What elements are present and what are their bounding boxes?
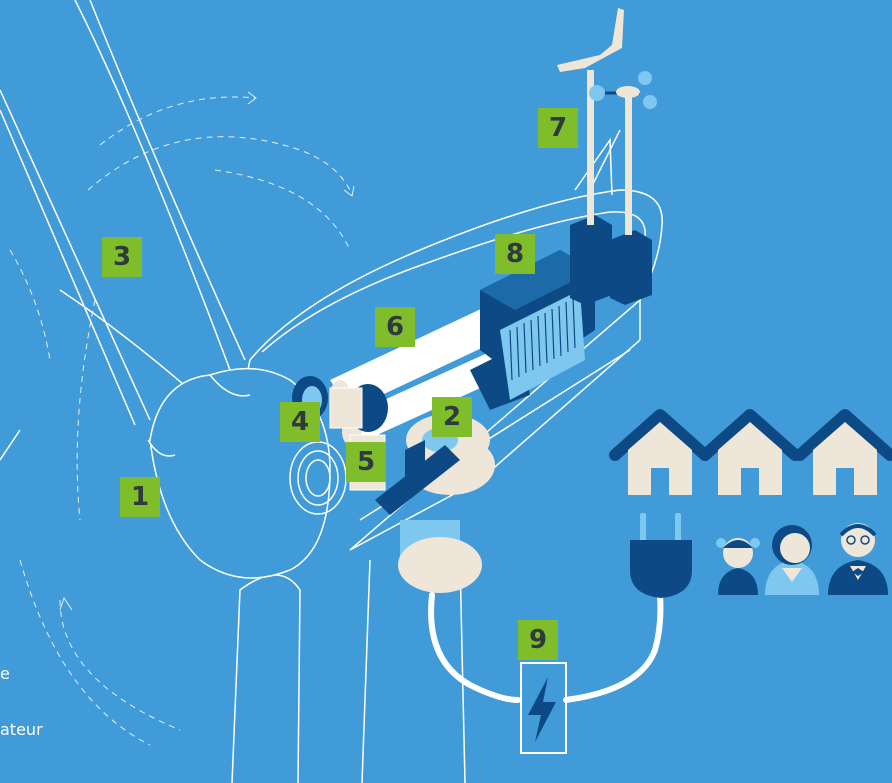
battery (521, 663, 566, 753)
tag-6: 6 (375, 307, 415, 347)
tag-2: 2 (432, 397, 472, 437)
house-icon (800, 415, 890, 495)
woman-icon (765, 525, 819, 595)
tag-7: 7 (538, 108, 578, 148)
child-icon (716, 538, 760, 595)
anemometer-icon (589, 71, 657, 109)
elderly-man-icon (828, 523, 888, 595)
tag-5: 5 (346, 442, 386, 482)
tag-8: 8 (495, 234, 535, 274)
tag-1: 1 (120, 477, 160, 517)
house-icon (705, 415, 795, 495)
legend-fragment: ateur (0, 720, 43, 739)
tag-3: 3 (102, 237, 142, 277)
tag-4: 4 (280, 402, 320, 442)
lightning-icon (528, 677, 556, 742)
tag-9: 9 (518, 620, 558, 660)
legend-fragment: e (0, 664, 10, 683)
house-icon (615, 415, 705, 495)
plug-icon (630, 513, 692, 598)
wind-vane-icon (557, 8, 624, 72)
